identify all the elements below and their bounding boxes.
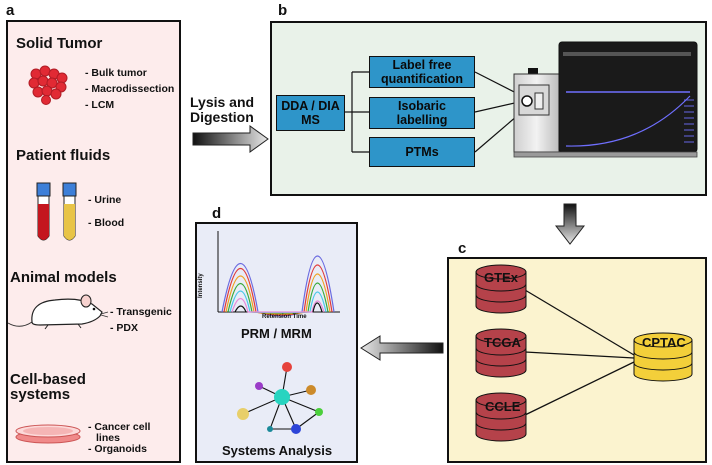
cptac-database-icon bbox=[633, 332, 693, 382]
tcga-database-icon bbox=[475, 328, 527, 378]
gtex-database-icon bbox=[475, 264, 527, 314]
panel-b-letter: b bbox=[278, 2, 288, 19]
lcm-item: - LCM bbox=[85, 99, 115, 111]
organoids-item: - Organoids bbox=[88, 443, 147, 455]
systems-title: systems bbox=[10, 386, 71, 403]
ccle-label: CCLE bbox=[485, 399, 521, 414]
arrow-c-to-d bbox=[360, 335, 444, 361]
digestion-label: Digestion bbox=[190, 109, 254, 125]
blood-item: - Blood bbox=[88, 217, 125, 229]
systems-analysis-label: Systems Analysis bbox=[222, 443, 333, 458]
cptac-label: CPTAC bbox=[642, 335, 686, 350]
tcga-label: TCGA bbox=[484, 335, 521, 350]
solid-tumor-title: Solid Tumor bbox=[16, 35, 103, 52]
ccle-database-icon bbox=[475, 392, 527, 442]
cell-based-title: Cell-based bbox=[10, 371, 86, 388]
lines-item: lines bbox=[96, 432, 120, 444]
lysis-label: Lysis and bbox=[190, 94, 255, 110]
retention-time-axis-label: Retension Time bbox=[262, 314, 307, 320]
urine-item: - Urine bbox=[88, 194, 122, 206]
ptms-box: PTMs bbox=[369, 137, 475, 167]
panel-d-letter: d bbox=[212, 205, 222, 222]
gtex-label: GTEx bbox=[484, 270, 518, 285]
prm-mrm-label: PRM / MRM bbox=[241, 326, 312, 341]
bulk-tumor-item: - Bulk tumor bbox=[85, 67, 147, 79]
transgenic-item: - Transgenic bbox=[110, 306, 172, 318]
arrow-a-to-b bbox=[192, 125, 269, 153]
animal-models-title: Animal models bbox=[10, 269, 117, 286]
panel-a-letter: a bbox=[6, 2, 15, 19]
pdx-item: - PDX bbox=[110, 322, 139, 334]
panel-d bbox=[195, 222, 358, 463]
macrodissection-item: - Macrodissection bbox=[85, 83, 175, 95]
cancer-cell-item: - Cancer cell bbox=[88, 421, 151, 433]
patient-fluids-title: Patient fluids bbox=[16, 147, 111, 164]
arrow-b-to-c bbox=[554, 203, 586, 245]
panel-c-letter: c bbox=[458, 240, 467, 257]
